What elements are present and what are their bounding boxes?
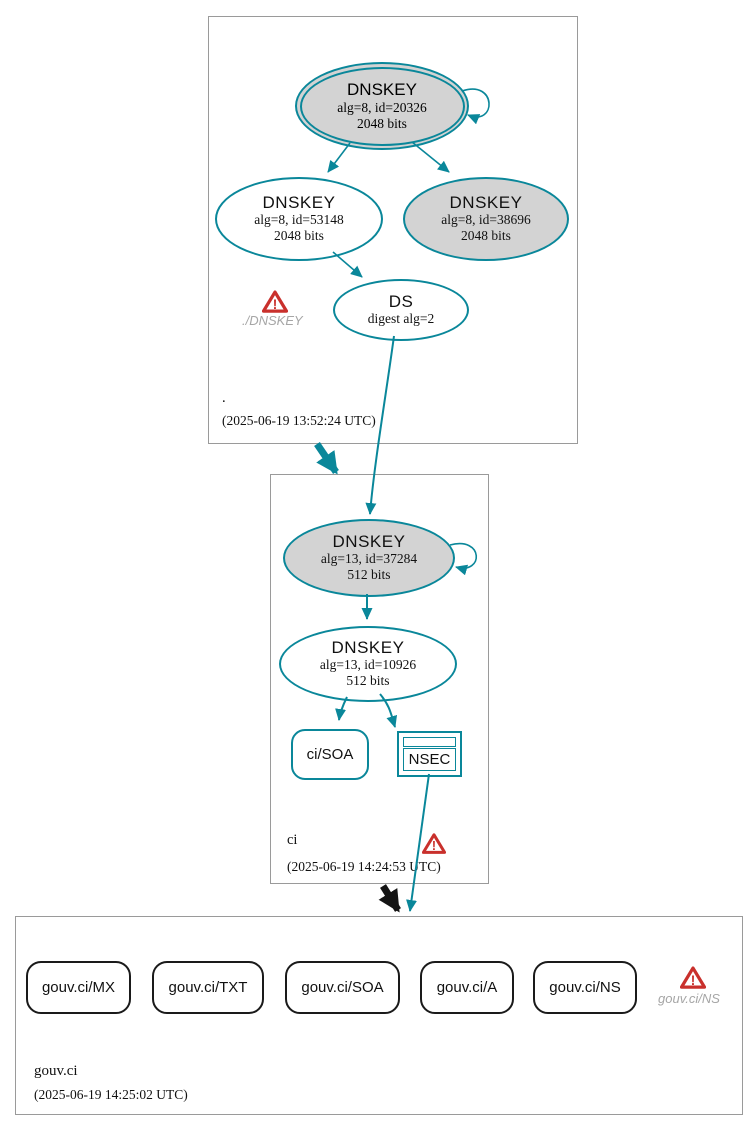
- node-detail: alg=8, id=53148: [254, 212, 344, 228]
- zone-timestamp-root: (2025-06-19 13:52:24 UTC): [222, 413, 376, 428]
- node-detail: 512 bits: [347, 567, 391, 583]
- node-title: DNSKEY: [347, 80, 417, 100]
- zone-timestamp-gouv-ci: (2025-06-19 14:25:02 UTC): [34, 1087, 188, 1102]
- zone-name-ci: ci: [287, 832, 298, 848]
- warning-label-root-dnskey: ./DNSKEY: [242, 313, 303, 328]
- node-detail: 2048 bits: [274, 228, 324, 244]
- node-detail: 2048 bits: [357, 116, 407, 131]
- svg-text:!: !: [273, 297, 278, 312]
- rrset-label: gouv.ci/MX: [41, 979, 116, 996]
- warning-icon[interactable]: !: [262, 290, 288, 313]
- node-title: DNSKEY: [449, 192, 523, 212]
- node-detail: 2048 bits: [461, 228, 511, 244]
- dnskey-ci-zsk-10926[interactable]: DNSKEY alg=13, id=10926 512 bits: [279, 626, 457, 702]
- node-title: DNSKEY: [332, 531, 406, 551]
- node-title: DNSKEY: [262, 192, 336, 212]
- rrset-label: gouv.ci/A: [436, 979, 498, 996]
- node-detail: alg=8, id=38696: [441, 212, 531, 228]
- dnskey-root-ksk-inner: DNSKEY alg=8, id=20326 2048 bits: [299, 66, 465, 146]
- rrset-gouv-ci-ns[interactable]: gouv.ci/NS: [533, 961, 637, 1014]
- ds-root-ci[interactable]: DS digest alg=2: [333, 279, 469, 341]
- nsec-node[interactable]: NSEC: [397, 731, 462, 777]
- zone-timestamp-ci: (2025-06-19 14:24:53 UTC): [287, 859, 441, 874]
- zone-box-gouv-ci: [15, 916, 743, 1115]
- nsec-strip: [403, 737, 456, 747]
- rrset-gouv-ci-a[interactable]: gouv.ci/A: [420, 961, 514, 1014]
- node-detail: 512 bits: [346, 673, 390, 689]
- rrset-label: gouv.ci/NS: [549, 979, 621, 996]
- dnskey-root-ksk[interactable]: DNSKEY alg=8, id=20326 2048 bits: [295, 62, 469, 150]
- node-detail: alg=8, id=20326: [337, 100, 427, 116]
- rrset-gouv-ci-soa[interactable]: gouv.ci/SOA: [285, 961, 400, 1014]
- node-title: DNSKEY: [331, 637, 405, 657]
- warning-icon[interactable]: !: [422, 833, 446, 854]
- edge-delegation-ci-to-gouv-ci: [378, 884, 401, 913]
- node-detail: alg=13, id=10926: [319, 657, 417, 673]
- zone-name-root: .: [222, 390, 226, 406]
- warning-icon[interactable]: !: [680, 966, 706, 989]
- dnskey-root-zsk-38696[interactable]: DNSKEY alg=8, id=38696 2048 bits: [403, 177, 569, 261]
- rrset-gouv-ci-mx[interactable]: gouv.ci/MX: [26, 961, 131, 1014]
- rrset-ci-soa[interactable]: ci/SOA: [291, 729, 369, 780]
- svg-text:!: !: [432, 839, 436, 853]
- rrset-label: ci/SOA: [306, 746, 354, 763]
- nsec-label: NSEC: [403, 748, 456, 771]
- zone-name-gouv-ci: gouv.ci: [34, 1063, 78, 1079]
- svg-text:!: !: [691, 973, 696, 988]
- dnskey-ci-ksk-37284[interactable]: DNSKEY alg=13, id=37284 512 bits: [283, 519, 455, 597]
- node-detail: alg=13, id=37284: [320, 551, 418, 567]
- node-title: DS: [388, 291, 414, 311]
- node-detail: digest alg=2: [367, 311, 435, 327]
- rrset-label: gouv.ci/SOA: [301, 979, 384, 996]
- edge-delegation-root-to-ci: [314, 442, 339, 475]
- rrset-label: gouv.ci/TXT: [168, 979, 248, 996]
- warning-label-gouv-ci-ns: gouv.ci/NS: [658, 991, 720, 1006]
- dnskey-root-zsk-53148[interactable]: DNSKEY alg=8, id=53148 2048 bits: [215, 177, 383, 261]
- rrset-gouv-ci-txt[interactable]: gouv.ci/TXT: [152, 961, 264, 1014]
